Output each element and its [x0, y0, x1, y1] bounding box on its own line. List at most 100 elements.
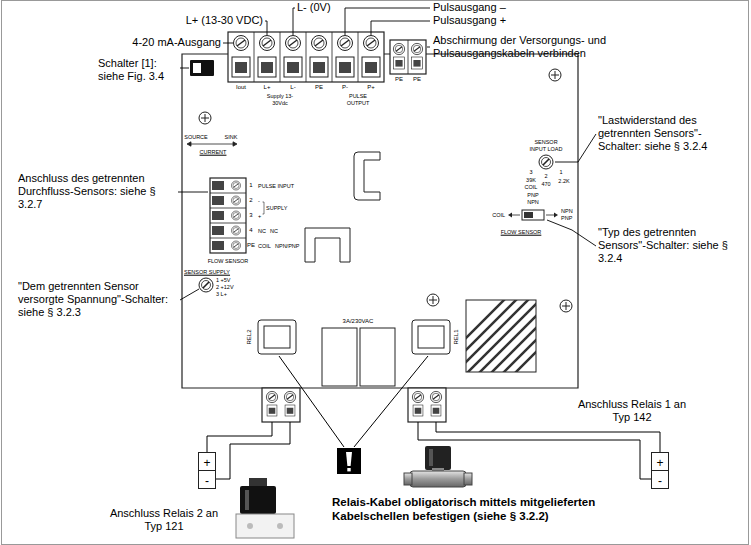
polarity-cell: + — [652, 453, 668, 470]
board-marking: CURRENT — [200, 149, 227, 156]
relay-terminal-block — [267, 405, 277, 416]
leader-line — [427, 47, 430, 48]
leader-line — [293, 8, 295, 35]
relay-terminal-block — [285, 405, 295, 416]
callout-text: Schalter [1]: siehe Fig. 3.4 — [98, 57, 178, 83]
flow-sensor-terminal-block — [232, 196, 241, 205]
warning-note: Relais-Kabel obligatorisch mittels mitge… — [332, 496, 652, 524]
pin-label: SUPPLY — [266, 205, 287, 212]
board-cutout — [354, 152, 380, 200]
supply-terminal-block — [362, 57, 380, 77]
mounting-hole — [199, 69, 572, 312]
relay-terminal-block — [266, 391, 277, 402]
terminal-label: L+ — [264, 84, 271, 91]
terminal-label: PE — [395, 76, 403, 83]
mounting-hole — [427, 294, 439, 306]
callout-text: Anschluss des getrennten Durchfluss-Sens… — [18, 172, 176, 212]
supply-terminal-block — [310, 57, 328, 77]
terminal-label: Iout — [236, 84, 246, 91]
shield-terminal-block — [411, 43, 422, 54]
callout-text: Pulsausgang + — [433, 14, 506, 27]
flow-sensor-terminal-block — [263, 202, 265, 214]
callout-text: "Dem getrennten Sensor versorgte Spannun… — [18, 280, 178, 320]
pin-number: 3 — [249, 212, 252, 219]
relay-wire — [207, 422, 660, 479]
pin-label: NPN/PNP — [275, 242, 299, 249]
relay-terminal-block — [408, 388, 446, 422]
switch-position: 3 L+ — [216, 291, 227, 298]
solenoid-valve-142 — [404, 473, 412, 485]
leader-line — [371, 21, 430, 35]
warning-icon — [347, 468, 350, 471]
board-marking: FLOW SENSOR — [208, 258, 249, 265]
sensor-type-switch — [554, 213, 558, 218]
solenoid-valve-142 — [425, 446, 451, 470]
relay-wire — [207, 422, 272, 452]
relay-wire — [216, 422, 290, 479]
supply-terminal-block — [286, 36, 301, 51]
leader-line — [180, 289, 199, 300]
relay-wire — [418, 422, 651, 479]
sensor-type-switch — [524, 212, 533, 218]
polarity-sign: + — [203, 456, 210, 470]
supply-terminal-block — [254, 32, 358, 82]
solenoid-valve-121 — [236, 478, 294, 538]
warning-pointer — [279, 356, 428, 447]
solenoid-valve-142 — [404, 446, 472, 487]
relay-terminal-block — [284, 391, 295, 402]
board-marking: Supply 13-30Vdc — [262, 93, 298, 106]
solenoid-valve-142 — [429, 449, 433, 466]
relay-terminal-block — [431, 405, 441, 416]
relay-label: REL1 — [453, 329, 460, 344]
board-cutout — [305, 228, 350, 262]
solenoid-valve-121 — [240, 486, 276, 514]
switch-position: 2 — [544, 173, 547, 180]
polarity-cell: - — [199, 470, 215, 488]
cable-clamps — [466, 300, 536, 372]
leader-line — [223, 43, 233, 44]
connection-note: Anschluss Relais 1 an Typ 142 — [576, 398, 688, 424]
flow-sensor-terminal-block — [210, 178, 264, 253]
relay-terminal-block — [412, 391, 423, 402]
pin-label: - — [258, 197, 260, 204]
polarity-sign: + — [656, 456, 663, 470]
sensor-type-switch — [508, 210, 558, 220]
circuit-board — [182, 54, 578, 388]
relay-terminal-block — [430, 391, 441, 402]
terminal-label: PE — [315, 84, 323, 91]
solenoid-valve-121 — [236, 514, 294, 538]
switch-position: 2.2K — [558, 178, 569, 185]
mounting-hole — [560, 300, 572, 312]
callout-text: "Typ des getrennten Sensors"-Schalter: s… — [598, 226, 743, 266]
sensor-type-switch — [522, 210, 544, 220]
shield-terminal-block — [390, 40, 426, 74]
pin-label: NC — [258, 227, 266, 234]
flow-sensor-terminal-block — [212, 211, 224, 220]
supply-terminal-block — [284, 57, 302, 77]
callout-text: Abschirmung der Versorgungs- und Pulsaus… — [433, 34, 648, 60]
polarity-box: +- — [651, 452, 669, 489]
solenoid-valve-142 — [464, 473, 472, 485]
supply-terminal-block — [336, 57, 354, 77]
board-cutout — [305, 152, 380, 262]
terminal-label: P- — [342, 84, 348, 91]
supply-terminal-block — [258, 57, 276, 77]
shield-terminal-block — [390, 40, 426, 74]
sensor-type-switch — [508, 213, 512, 218]
switch-position: 2 +12V — [216, 284, 234, 291]
polarity-sign: - — [658, 474, 662, 488]
direction-arrow — [191, 144, 233, 145]
switch-position: 3 — [529, 169, 532, 176]
flow-sensor-terminal-block — [212, 226, 224, 235]
solenoid-valve-142 — [410, 471, 466, 487]
leader-line — [178, 192, 208, 193]
pin-number: 1 — [249, 182, 252, 189]
terminal-label: P+ — [367, 84, 375, 91]
relay-socket — [264, 326, 290, 348]
callout-text: Pulsausgang – — [433, 1, 506, 14]
leader-line — [180, 68, 189, 69]
cable-clamps — [466, 300, 536, 372]
